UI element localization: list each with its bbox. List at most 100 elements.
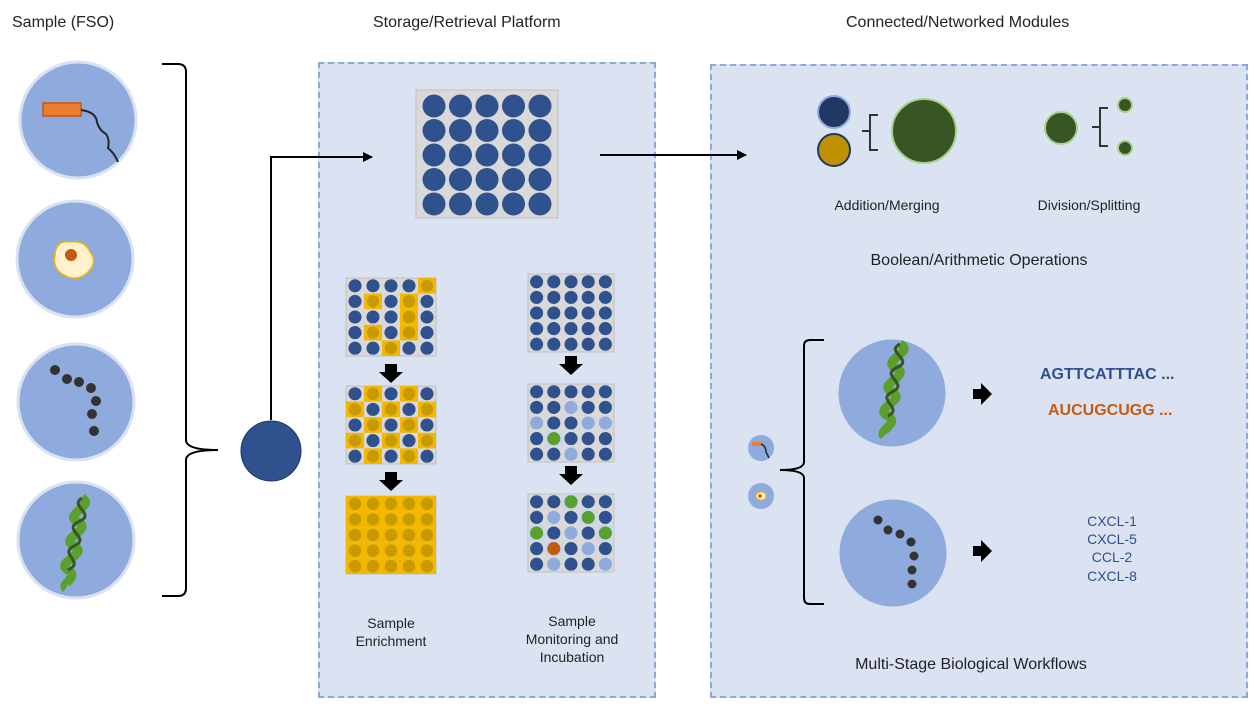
droplet	[547, 275, 561, 289]
droplet	[420, 497, 434, 511]
cytokine-item: CXCL-8	[1087, 567, 1137, 584]
droplet	[598, 495, 612, 509]
droplet	[547, 337, 561, 351]
droplet	[564, 432, 578, 446]
droplet	[420, 403, 434, 416]
droplet	[475, 168, 499, 191]
droplet	[384, 310, 398, 324]
droplet	[366, 326, 380, 339]
droplet	[384, 544, 398, 557]
droplet	[449, 143, 472, 167]
droplet	[564, 337, 578, 351]
droplet	[581, 290, 595, 304]
droplet	[449, 94, 472, 118]
rna-sequence: AUCUGCUGG ...	[1048, 402, 1173, 419]
droplet	[420, 418, 434, 432]
label-sample-monitoring: Sample Monitoring and Incubation	[525, 613, 619, 666]
droplet	[547, 322, 561, 336]
droplet	[581, 416, 595, 430]
enrichment-grid-3	[345, 495, 437, 575]
droplet	[475, 192, 499, 216]
droplet	[384, 559, 398, 573]
arrow-to-storage	[270, 152, 373, 420]
droplet	[366, 310, 380, 324]
droplet	[530, 400, 544, 414]
droplet	[348, 387, 362, 401]
droplet	[420, 544, 434, 557]
droplet	[547, 290, 561, 304]
droplet	[547, 510, 561, 524]
merging-diagram	[817, 95, 957, 167]
header-modules: Connected/Networked Modules	[846, 14, 1070, 31]
droplet	[420, 387, 434, 401]
droplet	[547, 526, 561, 540]
droplet	[366, 295, 380, 308]
droplet	[348, 403, 362, 416]
dna-sequence: AGTTCATTTAC ...	[1040, 366, 1175, 383]
droplet	[348, 434, 362, 447]
droplet	[402, 528, 416, 542]
droplet	[598, 510, 612, 524]
droplet	[547, 416, 561, 430]
droplet	[564, 557, 578, 571]
droplet	[530, 526, 544, 540]
droplet	[348, 341, 362, 355]
droplet	[366, 544, 380, 557]
workflow-input-cell	[746, 481, 776, 511]
droplet	[402, 279, 416, 293]
label-boolean-operations: Boolean/Arithmetic Operations	[870, 252, 1088, 269]
sample-droplet	[240, 420, 302, 482]
droplet	[348, 418, 362, 432]
droplet	[530, 290, 544, 304]
droplet	[366, 279, 380, 293]
droplet	[402, 341, 416, 355]
modules-panel	[710, 64, 1248, 698]
droplet	[547, 557, 561, 571]
droplet	[366, 402, 380, 416]
droplet	[402, 310, 416, 324]
droplet	[384, 449, 398, 463]
droplet	[528, 192, 552, 216]
step-arrows	[379, 356, 583, 491]
monitoring-grid-3	[527, 493, 615, 573]
droplet	[581, 432, 595, 446]
droplet	[420, 294, 434, 308]
droplet	[530, 557, 544, 571]
droplet	[384, 528, 398, 542]
label-sample-enrichment: Sample Enrichment	[355, 615, 427, 650]
droplet	[420, 528, 434, 542]
droplet	[502, 192, 525, 216]
droplet	[598, 275, 612, 289]
droplet	[366, 559, 380, 573]
header-sample: Sample (FSO)	[12, 14, 115, 31]
droplet	[366, 528, 380, 542]
droplet	[420, 559, 434, 573]
droplet	[384, 513, 398, 526]
droplet	[422, 192, 446, 216]
droplet	[366, 434, 380, 448]
droplet	[530, 495, 544, 509]
droplet	[530, 432, 544, 446]
cytokine-item: CCL-2	[1091, 549, 1133, 566]
storage-droplet-array	[415, 89, 559, 219]
droplet	[402, 449, 416, 463]
monitoring-sequence	[527, 273, 615, 573]
droplet	[348, 326, 362, 340]
cytokine-item: CXCL-5	[1087, 531, 1137, 548]
droplet	[547, 447, 561, 461]
droplet	[581, 385, 595, 399]
droplet	[366, 449, 380, 463]
droplet	[564, 385, 578, 399]
header-storage: Storage/Retrieval Platform	[373, 14, 561, 31]
droplet	[598, 306, 612, 320]
droplet	[384, 387, 398, 401]
droplet	[598, 385, 612, 399]
droplet	[530, 322, 544, 336]
droplet	[530, 306, 544, 320]
droplet	[581, 337, 595, 351]
droplet	[598, 447, 612, 461]
droplet	[402, 326, 416, 339]
label-addition-merging: Addition/Merging	[834, 197, 940, 213]
droplet	[598, 416, 612, 430]
